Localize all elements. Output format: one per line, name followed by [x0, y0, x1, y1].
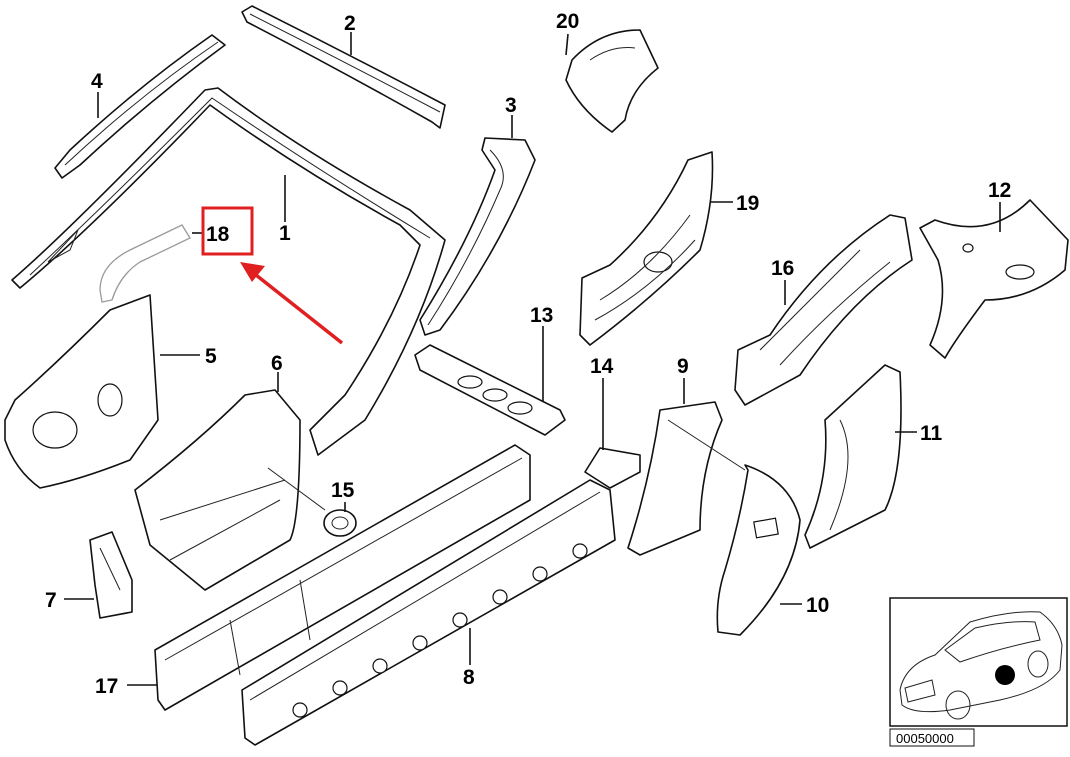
- inset-frame: [889, 597, 1068, 727]
- part-20-inner-panel[interactable]: [565, 29, 659, 133]
- callout-5[interactable]: 5: [205, 345, 217, 368]
- part-16-rear-member[interactable]: [734, 214, 913, 406]
- callout-12[interactable]: 12: [988, 179, 1011, 202]
- highlight-part-18: [201, 206, 344, 345]
- part-8-rocker-inner[interactable]: [241, 479, 616, 746]
- part-11-c-pillar-lower[interactable]: [804, 364, 902, 549]
- part-1-windshield-frame[interactable]: [11, 87, 446, 456]
- callout-14[interactable]: 14: [590, 355, 614, 378]
- part-12-rear-panel[interactable]: [919, 199, 1069, 359]
- drawing-number: 00050000: [896, 731, 954, 746]
- part-19-c-pillar-panel[interactable]: [579, 151, 714, 346]
- car-outline-icon: [899, 611, 1063, 720]
- callout-17[interactable]: 17: [95, 675, 118, 698]
- location-marker-dot: [995, 665, 1015, 685]
- callout-16[interactable]: 16: [771, 257, 794, 280]
- callout-10[interactable]: 10: [806, 594, 829, 617]
- callout-4[interactable]: 4: [91, 70, 103, 93]
- part-14-bracket[interactable]: [584, 447, 641, 489]
- callout-9[interactable]: 9: [677, 355, 689, 378]
- part-18-seal[interactable]: [99, 224, 191, 303]
- part-10-wheel-arch[interactable]: [716, 464, 801, 636]
- leader-lines: [64, 32, 1001, 686]
- part-15-plug[interactable]: [323, 509, 357, 537]
- callout-19[interactable]: 19: [736, 192, 759, 215]
- part-5-front-wheelhouse[interactable]: [4, 294, 159, 489]
- highlight-box: [201, 206, 254, 256]
- callout-3[interactable]: 3: [505, 94, 517, 117]
- callout-20[interactable]: 20: [556, 10, 579, 33]
- part-6-a-pillar-inner[interactable]: [134, 389, 326, 591]
- part-7-reinforcement[interactable]: [89, 531, 133, 619]
- car-location-inset: 00050000: [889, 597, 1068, 747]
- highlight-arrow-head: [240, 262, 265, 282]
- callout-11[interactable]: 11: [920, 422, 943, 445]
- part-17-side-sill[interactable]: [154, 444, 531, 711]
- callout-labels: 1 2 3 4 5 6 7 8 9 10 11 12 13 14 15 16 1…: [45, 10, 1011, 698]
- callout-7[interactable]: 7: [45, 589, 57, 612]
- part-4-pillar-strip[interactable]: [54, 34, 226, 179]
- callout-6[interactable]: 6: [271, 352, 283, 375]
- callout-18[interactable]: 18: [206, 223, 230, 246]
- callout-13[interactable]: 13: [530, 304, 553, 327]
- callout-15[interactable]: 15: [331, 479, 355, 502]
- part-2-roof-rail[interactable]: [241, 5, 446, 129]
- part-9-b-pillar-lower[interactable]: [627, 401, 746, 556]
- highlight-arrow-shaft: [254, 273, 344, 345]
- callout-8[interactable]: 8: [463, 666, 475, 689]
- part-13-cross-brace[interactable]: [414, 344, 566, 436]
- callout-2[interactable]: 2: [344, 12, 356, 35]
- callout-1[interactable]: 1: [279, 222, 291, 245]
- part-3-b-pillar[interactable]: [419, 137, 536, 336]
- drawing-number-box: [889, 728, 975, 747]
